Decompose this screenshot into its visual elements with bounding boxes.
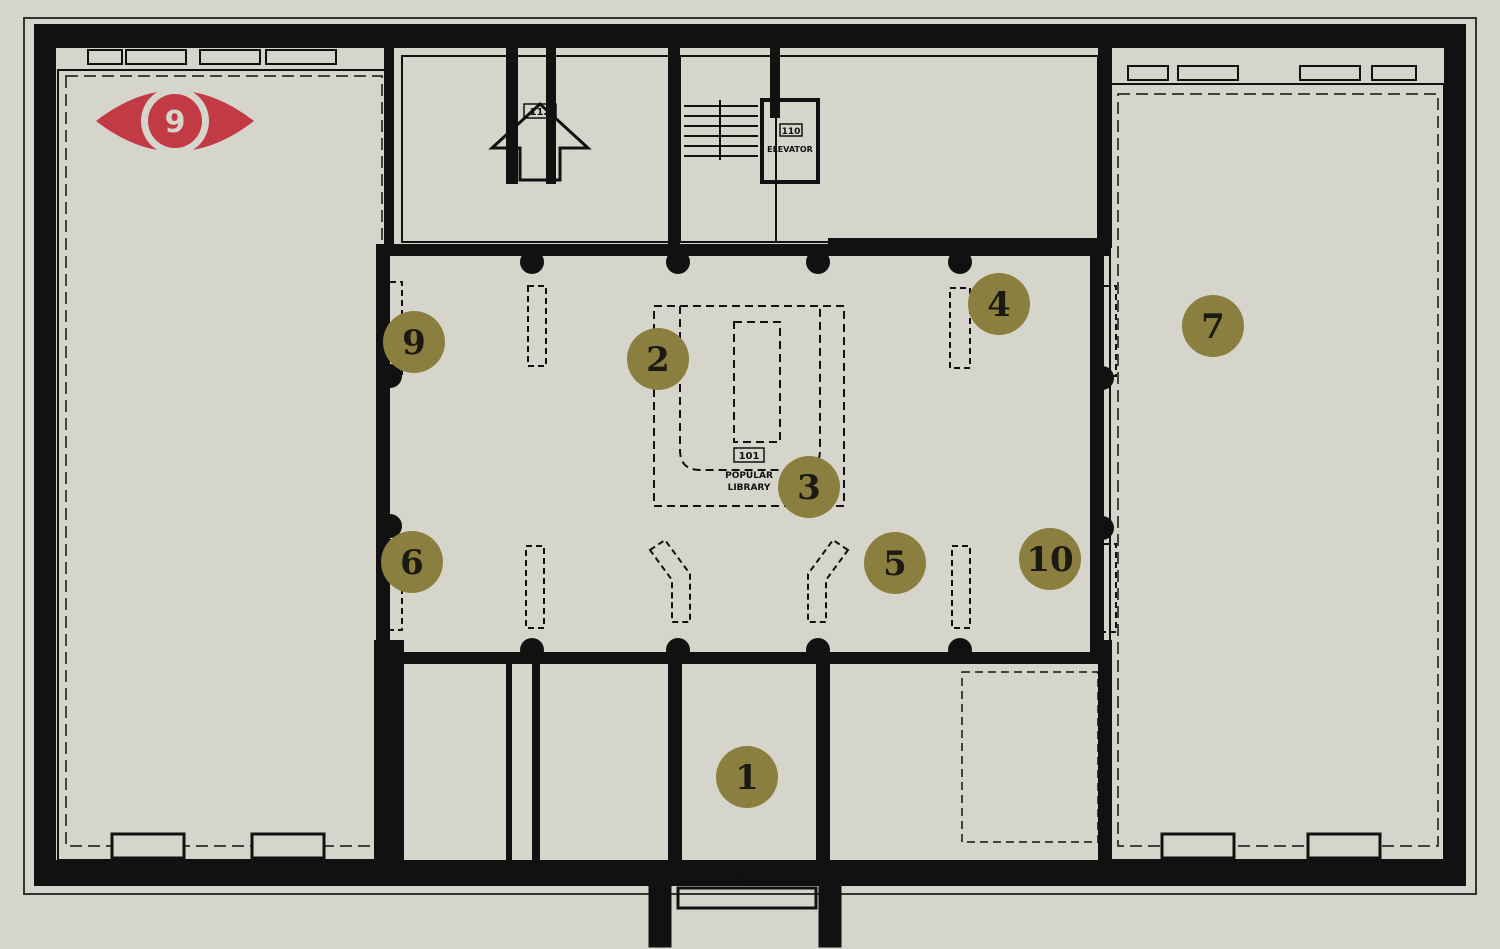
top-windows — [87, 49, 1417, 81]
marker-2[interactable] — [627, 328, 689, 390]
library-label-line1: POPULAR — [725, 471, 773, 481]
elevator — [760, 98, 820, 184]
restroom — [488, 101, 592, 182]
elevator-label: ELEVATOR — [767, 145, 813, 154]
marker-label-3: 3 — [797, 468, 821, 508]
stairs — [684, 100, 758, 160]
columns — [378, 250, 1114, 662]
eye-9-logo: 9 — [96, 87, 254, 155]
hall-dashed-fixtures — [379, 281, 1117, 633]
marker-1[interactable] — [716, 746, 778, 808]
logo-text: 9 — [165, 105, 186, 140]
right-room — [1109, 83, 1445, 861]
library-room-number: 101 — [739, 451, 760, 462]
marker-6[interactable] — [381, 531, 443, 593]
bottom-room-walls — [506, 664, 830, 860]
marker-10[interactable] — [1019, 528, 1081, 590]
marker-3[interactable] — [778, 456, 840, 518]
marker-label-10: 10 — [1026, 540, 1073, 580]
marker-label-4: 4 — [987, 285, 1011, 325]
marker-label-2: 2 — [646, 340, 670, 380]
marker-label-7: 7 — [1201, 307, 1225, 347]
elevator-number: 110 — [782, 127, 801, 137]
marker-4[interactable] — [968, 273, 1030, 335]
bottom-right-room — [961, 671, 1099, 843]
entrance — [648, 866, 842, 948]
marker-label-1: 1 — [735, 758, 759, 798]
bottom-windows — [110, 832, 1382, 860]
library-label-line2: LIBRARY — [728, 483, 771, 493]
right-room-inner — [1117, 93, 1439, 847]
restroom-number: 112 — [530, 107, 551, 118]
markers: 1 2 3 4 5 6 7 9 10 — [381, 273, 1244, 808]
marker-5[interactable] — [864, 532, 926, 594]
marker-7[interactable] — [1182, 295, 1244, 357]
marker-9[interactable] — [383, 311, 445, 373]
left-room — [57, 69, 389, 861]
marker-label-6: 6 — [400, 543, 424, 583]
outer-walls — [34, 24, 1466, 886]
left-room-inner — [65, 75, 383, 847]
outer-frame — [23, 17, 1477, 895]
marker-label-5: 5 — [883, 544, 907, 584]
marker-label-9: 9 — [402, 323, 426, 363]
